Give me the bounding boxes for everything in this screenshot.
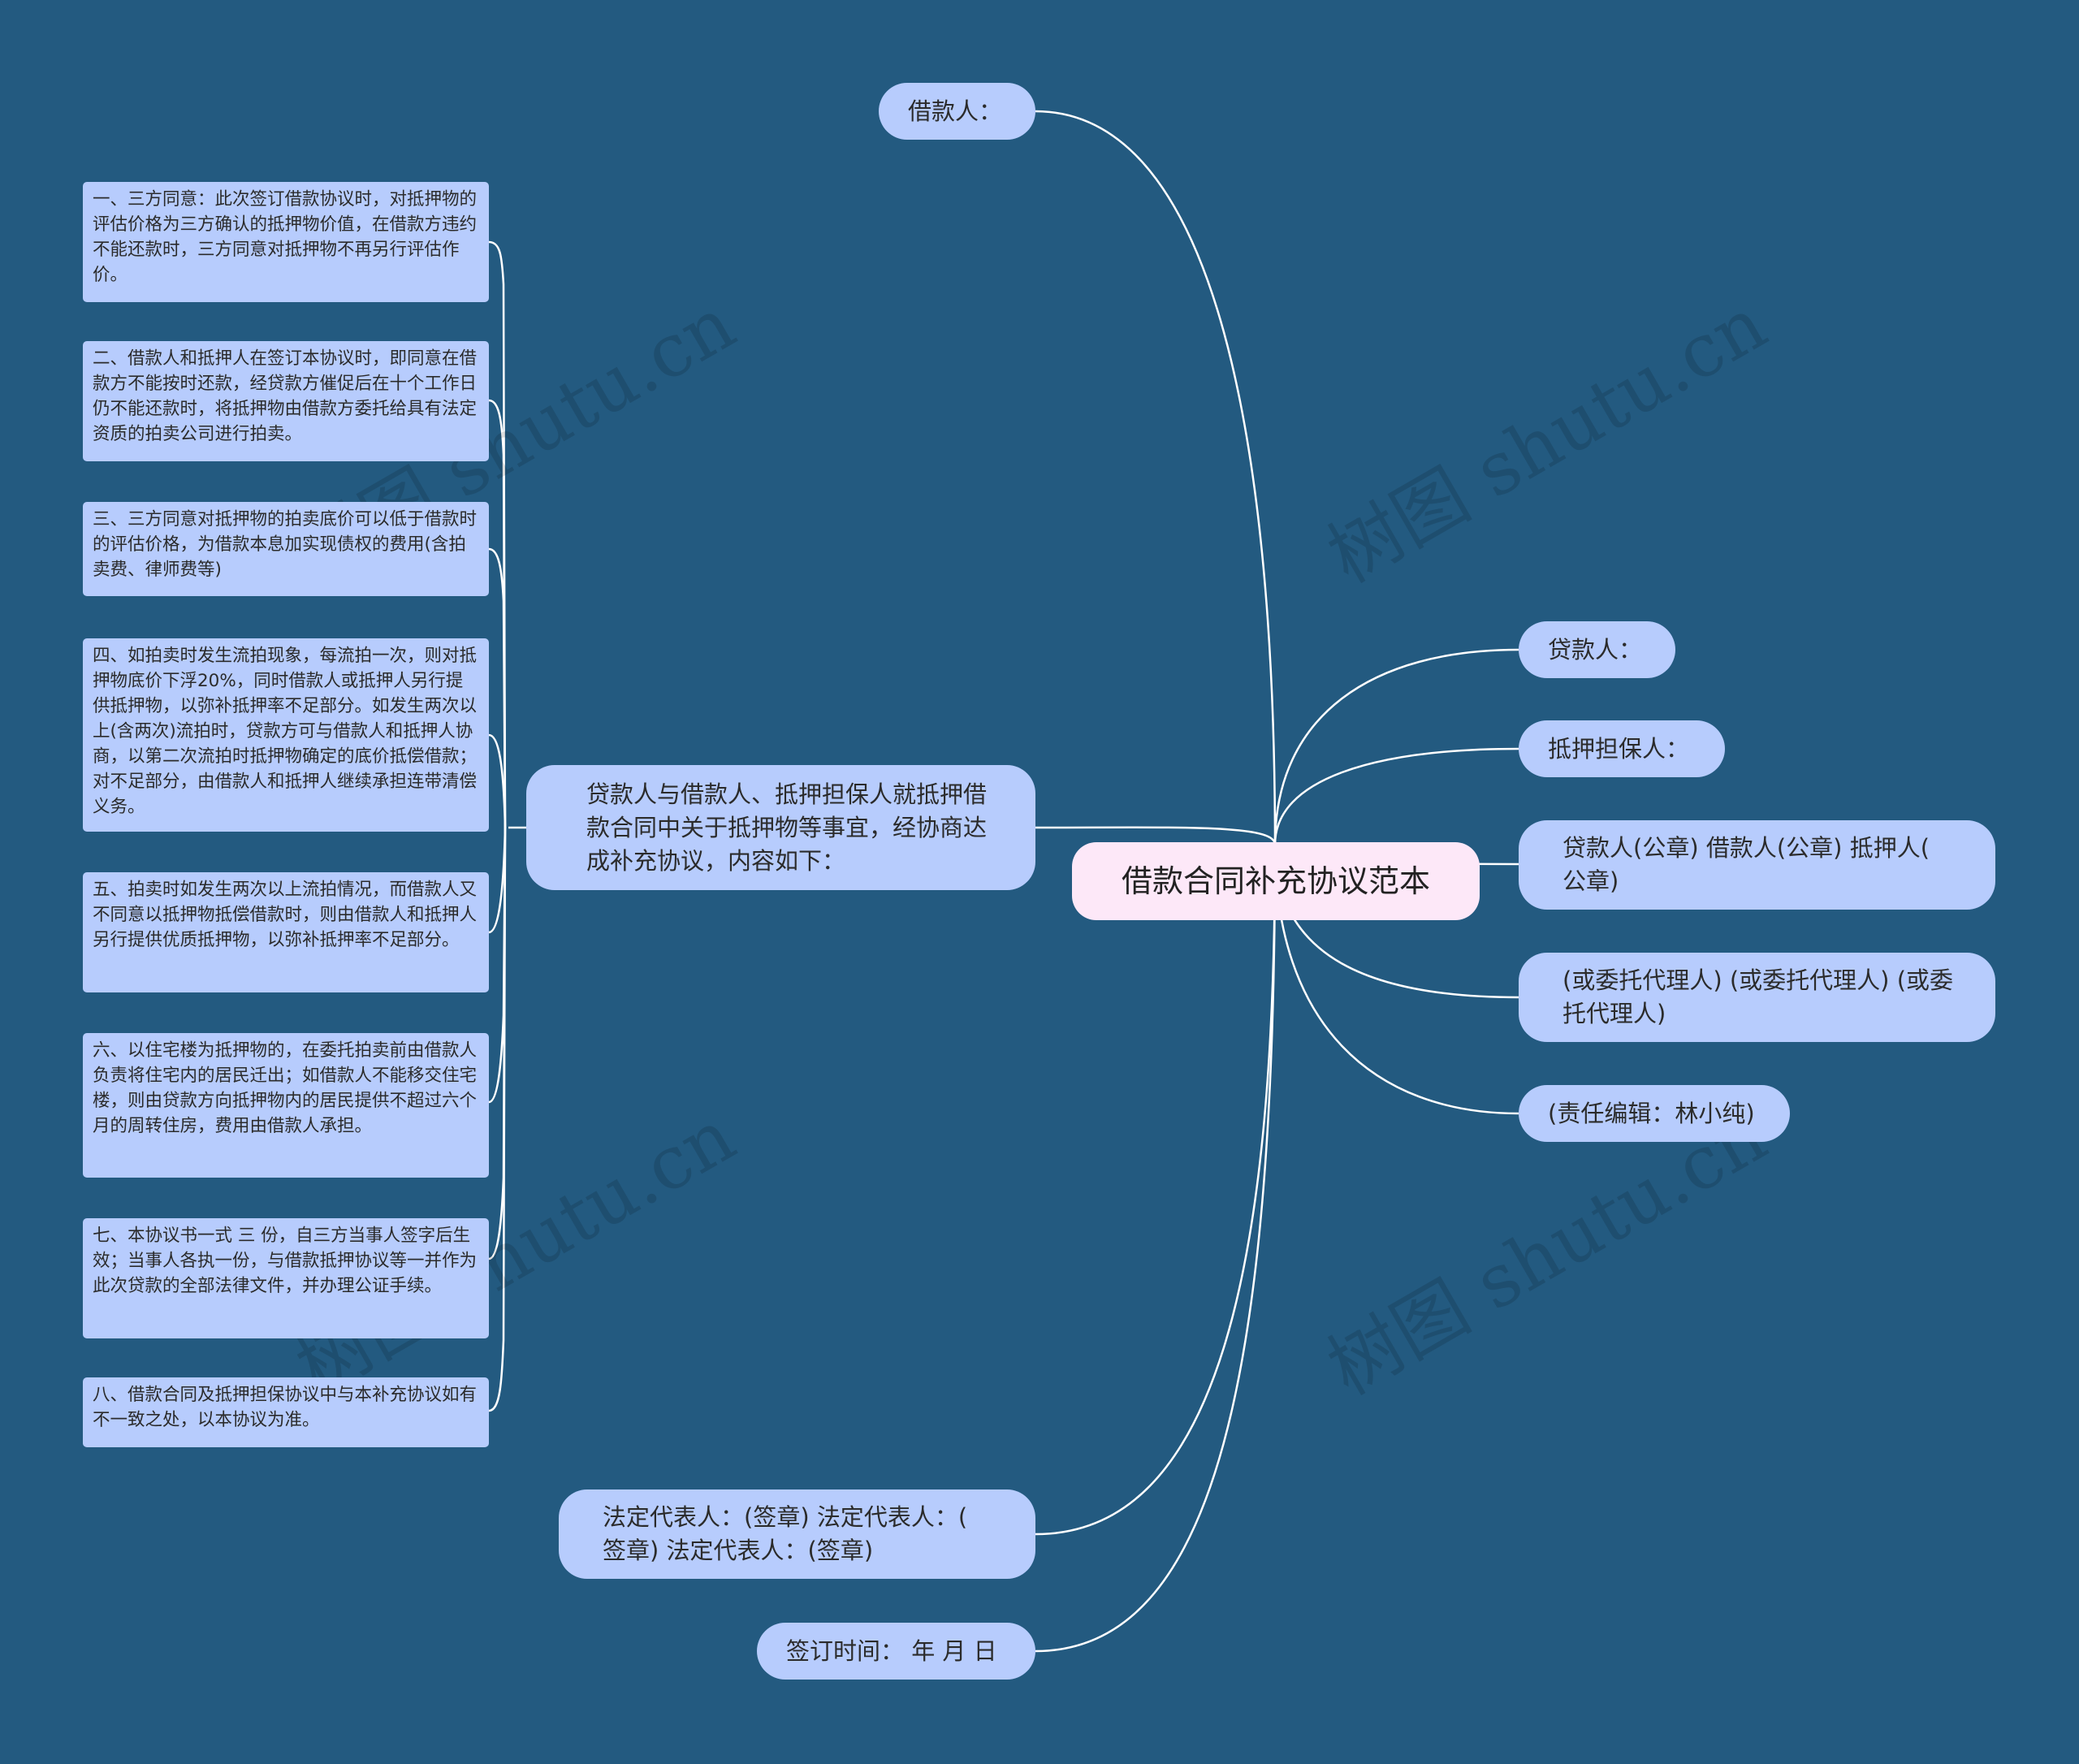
clause-1-text: 一、三方同意：此次签订借款协议时，对抵押物的评估价格为三方确认的抵押物价值，在借… <box>93 189 478 285</box>
link-legal-rep <box>1035 844 1277 1536</box>
node-lender[interactable]: 贷款人： <box>1519 621 1675 678</box>
root-node[interactable]: 借款合同补充协议范本 <box>1072 842 1480 920</box>
supplement-label: 贷款人与借款人、抵押担保人就抵押借款合同中关于抵押物等事宜，经协商达成补充协议，… <box>586 780 988 875</box>
clause-5[interactable]: 五、拍卖时如发生两次以上流拍情况，而借款人又不同意以抵押物抵偿借款时，则由借款人… <box>83 872 489 992</box>
guarantor-label: 抵押担保人： <box>1548 734 1690 763</box>
node-guarantor[interactable]: 抵押担保人： <box>1519 720 1725 777</box>
clause-3[interactable]: 三、三方同意对抵押物的拍卖底价可以低于借款时的评估价格，为借款本息加实现债权的费… <box>83 502 489 596</box>
clause-6[interactable]: 六、以住宅楼为抵押物的，在委托拍卖前由借款人负责将住宅内的居民迁出；如借款人不能… <box>83 1033 489 1178</box>
node-agents[interactable]: (或委托代理人) (或委托代理人) (或委托代理人) <box>1519 953 1995 1042</box>
node-seals[interactable]: 贷款人(公章) 借款人(公章) 抵押人( 公章) <box>1519 820 1995 910</box>
agents-label: (或委托代理人) (或委托代理人) (或委托代理人) <box>1562 966 1954 1027</box>
clause-7-text: 七、本协议书一式 三 份，自三方当事人签字后生效；当事人各执一份，与借款抵押协议… <box>93 1226 478 1296</box>
borrower-label: 借款人： <box>908 97 1003 125</box>
clause-5-text: 五、拍卖时如发生两次以上流拍情况，而借款人又不同意以抵押物抵偿借款时，则由借款人… <box>93 880 478 950</box>
clause-8-text: 八、借款合同及抵押担保协议中与本补充协议如有不一致之处，以本协议为准。 <box>93 1385 478 1430</box>
clause-2-text: 二、借款人和抵押人在签订本协议时，即同意在借款方不能按时还款，经贷款方催促后在十… <box>93 348 478 444</box>
node-legal-rep[interactable]: 法定代表人：(签章) 法定代表人：( 签章) 法定代表人：(签章) <box>559 1489 1035 1579</box>
sign-date-label: 签订时间： 年 月 日 <box>786 1636 997 1665</box>
link-guarantor <box>1273 747 1519 845</box>
clause-1[interactable]: 一、三方同意：此次签订借款协议时，对抵押物的评估价格为三方确认的抵押物价值，在借… <box>83 182 489 302</box>
bracket-clause-3 <box>488 547 507 828</box>
link-supplement <box>1035 826 1277 845</box>
bracket-clause-4 <box>488 733 507 828</box>
clause-2[interactable]: 二、借款人和抵押人在签订本协议时，即同意在借款方不能按时还款，经贷款方催促后在十… <box>83 341 489 461</box>
clause-7[interactable]: 七、本协议书一式 三 份，自三方当事人签字后生效；当事人各执一份，与借款抵押协议… <box>83 1218 489 1338</box>
node-editor[interactable]: (责任编辑：林小纯) <box>1519 1085 1790 1142</box>
node-sign-date[interactable]: 签订时间： 年 月 日 <box>757 1623 1035 1680</box>
lender-label: 贷款人： <box>1548 635 1643 664</box>
root-label: 借款合同补充协议范本 <box>1121 863 1430 899</box>
bracket-clause-5 <box>488 827 507 934</box>
clause-4[interactable]: 四、如拍卖时发生流拍现象，每流拍一次，则对抵押物底价下浮20%，同时借款人或抵押… <box>83 638 489 832</box>
clause-6-text: 六、以住宅楼为抵押物的，在委托拍卖前由借款人负责将住宅内的居民迁出；如借款人不能… <box>93 1040 478 1136</box>
link-borrower <box>1035 110 1277 845</box>
clause-8[interactable]: 八、借款合同及抵押担保协议中与本补充协议如有不一致之处，以本协议为准。 <box>83 1377 489 1447</box>
seals-label: 贷款人(公章) 借款人(公章) 抵押人( 公章) <box>1562 834 1930 895</box>
node-supplement[interactable]: 贷款人与借款人、抵押担保人就抵押借款合同中关于抵押物等事宜，经协商达成补充协议，… <box>526 765 1035 890</box>
bracket-clause-1 <box>488 240 507 828</box>
bracket-clause-2 <box>488 399 507 828</box>
link-sign-date <box>1035 844 1277 1653</box>
editor-label: (责任编辑：林小纯) <box>1548 1099 1755 1127</box>
bracket-clause-8 <box>488 827 507 1412</box>
link-lender <box>1273 648 1519 845</box>
node-borrower[interactable]: 借款人： <box>879 83 1035 140</box>
clause-4-text: 四、如拍卖时发生流拍现象，每流拍一次，则对抵押物底价下浮20%，同时借款人或抵押… <box>93 646 478 817</box>
clause-3-text: 三、三方同意对抵押物的拍卖底价可以低于借款时的评估价格，为借款本息加实现债权的费… <box>93 509 478 580</box>
legal-rep-label: 法定代表人：(签章) 法定代表人：( 签章) 法定代表人：(签章) <box>603 1503 968 1564</box>
